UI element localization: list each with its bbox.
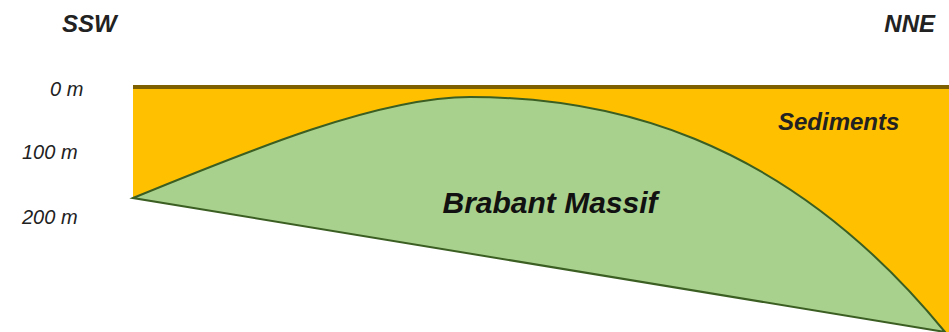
sediment-layer-outline [133, 89, 949, 332]
depth-label: 100 m [22, 141, 78, 164]
ground-surface [133, 85, 949, 89]
depth-label: 0 m [50, 78, 83, 101]
depth-label: 200 m [22, 206, 78, 229]
massif-body-outline [133, 97, 945, 332]
direction-label: NNE [884, 10, 935, 38]
region-label: Brabant Massif [442, 186, 657, 220]
direction-label: SSW [62, 10, 117, 38]
region-label: Sediments [778, 108, 899, 136]
